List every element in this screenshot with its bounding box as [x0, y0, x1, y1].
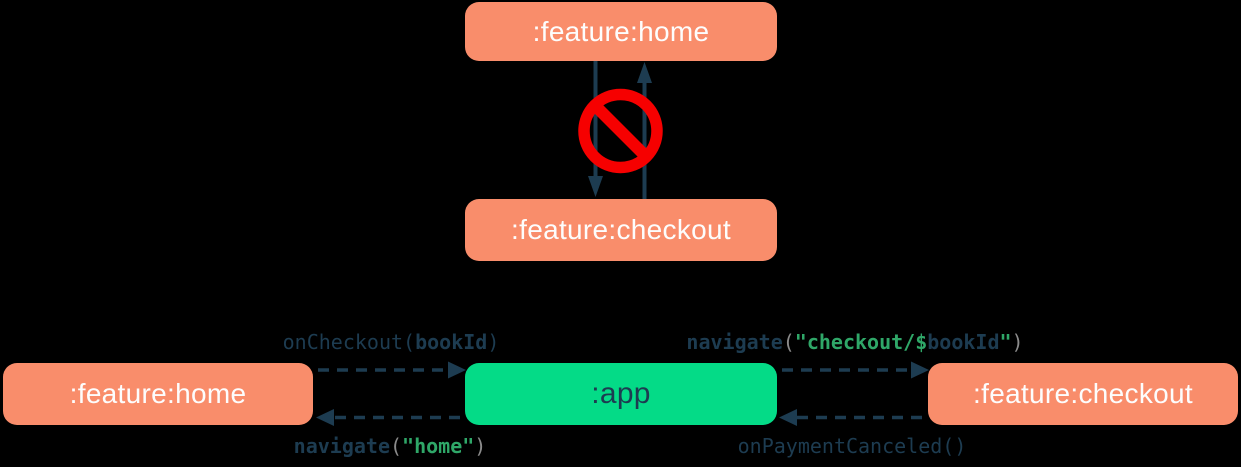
- on-payment-canceled-label: onPaymentCanceled(): [738, 434, 967, 458]
- code-segment: (: [389, 434, 403, 458]
- top-feature-home-box: :feature:home: [465, 2, 777, 61]
- code-segment: bookId: [415, 330, 488, 354]
- code-segment: "checkout/: [794, 330, 916, 354]
- arrow-app-to-checkout-head: [911, 361, 929, 379]
- dependency-arrow-down-head: [588, 176, 603, 197]
- top-feature-checkout-box: :feature:checkout: [465, 199, 777, 261]
- no-entry-slash: [592, 102, 649, 160]
- arrow-checkout-to-app-head: [779, 409, 797, 426]
- code-segment: onCheckout(: [282, 330, 416, 354]
- arrow-home-to-app-head: [448, 361, 466, 379]
- navigate-checkout-label: navigate("checkout/$bookId"): [686, 330, 1023, 354]
- dependency-arrow-up-head: [637, 62, 652, 83]
- top-feature-home-label: :feature:home: [532, 15, 710, 47]
- app-module-box: :app: [465, 363, 777, 425]
- on-checkout-label: onCheckout(bookId): [283, 330, 500, 354]
- code-segment: navigate: [293, 434, 390, 458]
- bottom-feature-home-label: :feature:home: [69, 378, 247, 409]
- app-module-label: :app: [591, 377, 651, 410]
- code-segment: $: [915, 330, 928, 354]
- code-segment: (: [782, 330, 795, 354]
- code-segment: "home": [402, 434, 475, 458]
- navigate-home-label: navigate("home"): [294, 434, 487, 458]
- code-segment: onPaymentCanceled(): [737, 434, 967, 458]
- code-segment: ): [1011, 330, 1024, 354]
- code-segment: ": [999, 330, 1012, 354]
- code-segment: ): [487, 330, 500, 354]
- no-entry-ring: [578, 88, 663, 174]
- code-segment: navigate: [686, 330, 783, 354]
- bottom-feature-home-box: :feature:home: [3, 363, 313, 425]
- top-feature-checkout-label: :feature:checkout: [511, 214, 731, 245]
- arrow-app-to-home-head: [316, 409, 334, 426]
- code-segment: bookId: [927, 330, 1000, 354]
- code-segment: ): [474, 434, 487, 458]
- bottom-feature-checkout-box: :feature:checkout: [928, 363, 1238, 425]
- no-entry-icon: [578, 88, 663, 174]
- bottom-feature-checkout-label: :feature:checkout: [973, 378, 1193, 409]
